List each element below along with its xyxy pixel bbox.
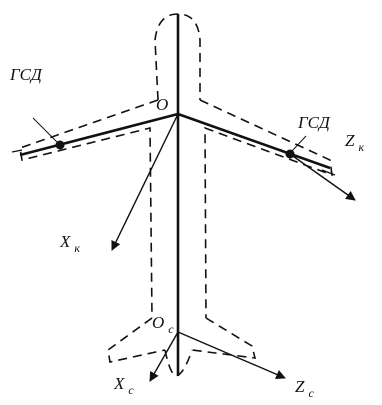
right-stabilizer-outline [191, 317, 257, 359]
zk-axis-arrow [289, 153, 356, 201]
oc-label-sub: с [168, 322, 174, 336]
gsd-left-label: ГСД [9, 65, 43, 84]
xk-label: X к [59, 232, 80, 255]
zc-label-sub: с [308, 386, 314, 400]
xc-axis-arrow [149, 331, 179, 382]
zk-label-sub: к [358, 140, 364, 154]
right-wingtip-dash [321, 169, 336, 176]
zc-axis-arrow [177, 331, 286, 380]
right-wing-axis [177, 112, 331, 170]
left-sensor-leader [32, 117, 59, 144]
xk-label-sub: к [74, 241, 80, 255]
right-wing-outline [199, 99, 333, 319]
zc-label-main: Z [295, 377, 305, 396]
left-wingtip-dash [11, 149, 23, 153]
oc-label: O с [152, 313, 174, 336]
xc-label-sub: с [128, 383, 134, 397]
origin-label: O [156, 95, 168, 114]
gsd-right-label: ГСД [297, 113, 331, 132]
aircraft-outline [19, 13, 333, 377]
left-wing-outline [19, 99, 159, 319]
oc-label-main: O [152, 313, 164, 332]
tail-cone-outline [164, 349, 193, 377]
xc-label: X с [113, 374, 134, 397]
left-wing-axis [19, 112, 179, 157]
xk-label-main: X [59, 232, 71, 251]
zc-label: Z с [295, 377, 314, 400]
right-sensor-leader [291, 135, 307, 152]
zk-label-main: Z [345, 131, 355, 150]
zk-label: Z к [345, 131, 364, 154]
left-stabilizer-outline [107, 317, 166, 363]
xc-label-main: X [113, 374, 125, 393]
xk-axis-arrow [111, 113, 179, 251]
